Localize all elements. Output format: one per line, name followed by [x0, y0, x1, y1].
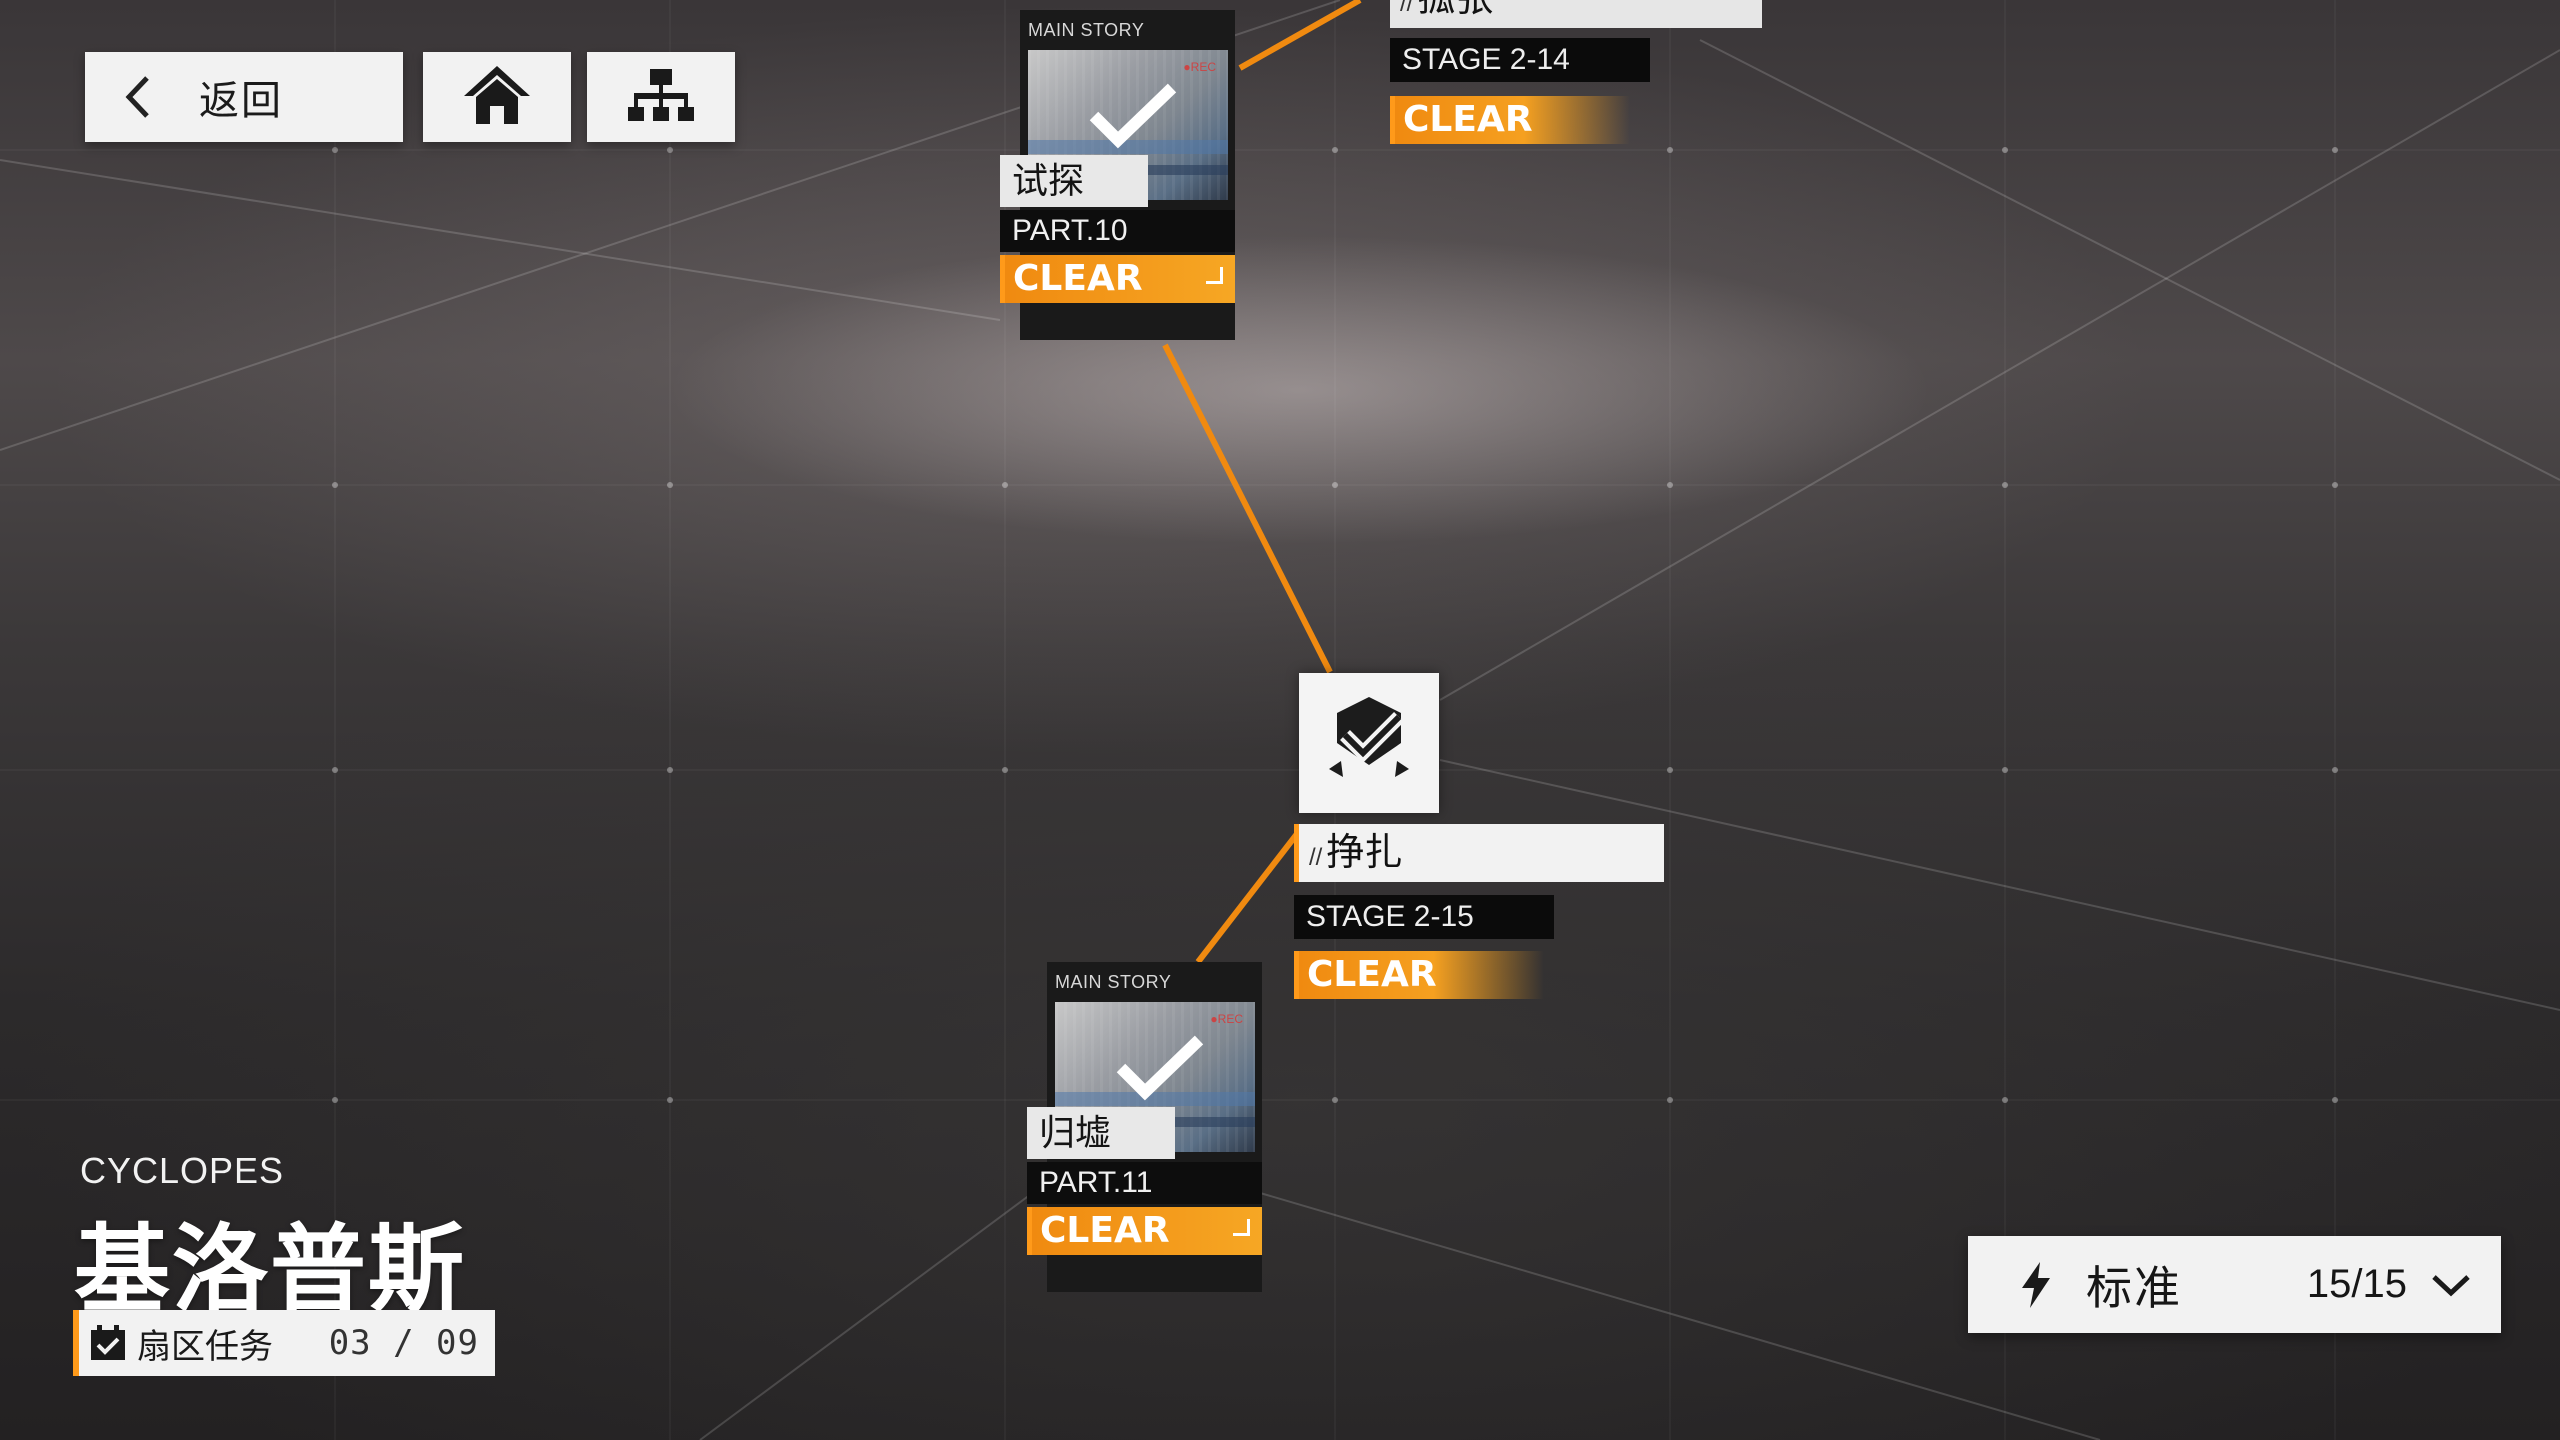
home-button[interactable] [423, 52, 571, 142]
lightning-icon [2020, 1261, 2052, 1308]
calendar-check-icon [89, 1324, 127, 1362]
sector-tasks-count: 03 / 09 [328, 1323, 479, 1363]
story-name: 归墟 [1027, 1107, 1175, 1159]
chevron-left-icon [119, 72, 179, 122]
checkmark-icon [1115, 1032, 1205, 1107]
region-name-cn: 基洛普斯 [74, 1217, 466, 1324]
stage-map-button[interactable] [587, 52, 735, 142]
sector-tasks-label: 扇区任务 [137, 1327, 273, 1366]
chevron-down-icon [2431, 1273, 2471, 1297]
path-connectors [1162, 0, 1362, 964]
story-name: 试探 [1000, 155, 1148, 207]
rec-indicator: ●REC [1210, 1012, 1243, 1026]
grid-dots [332, 147, 2338, 1103]
story-part-label: PART.10 [1000, 210, 1235, 252]
story-node-part10[interactable]: MAIN STORY ●REC 试探 PART.10 CLEAR [1000, 10, 1235, 340]
back-button[interactable]: 返回 [85, 52, 403, 142]
stage-2-15-node[interactable] [1299, 673, 1439, 813]
stage-2-15-code: STAGE 2-15 [1294, 895, 1554, 939]
sitemap-icon [628, 65, 694, 130]
stage-2-15-title[interactable]: //挣扎 [1294, 824, 1664, 882]
difficulty-label: 标准 [2086, 1261, 2182, 1314]
back-label: 返回 [199, 79, 283, 123]
stage-2-14-title[interactable]: //孤张 [1390, 0, 1762, 28]
stage-clear-icon [1319, 691, 1419, 796]
stage-2-14-code: STAGE 2-14 [1390, 38, 1650, 82]
stage-2-15-clear-status: CLEAR [1294, 951, 1544, 999]
difficulty-select[interactable]: 标准 15/15 [1968, 1236, 2501, 1333]
story-part-label: PART.11 [1027, 1162, 1262, 1204]
sector-tasks-button[interactable]: 扇区任务 03 / 09 [73, 1310, 495, 1376]
stamina-count: 15/15 [2306, 1262, 2407, 1306]
home-icon [462, 64, 532, 131]
rec-indicator: ●REC [1183, 60, 1216, 74]
story-node-part11[interactable]: MAIN STORY ●REC 归墟 PART.11 CLEAR [1027, 962, 1262, 1292]
region-name-en: CYCLOPES [80, 1150, 285, 1191]
clear-status: CLEAR [1000, 255, 1235, 303]
story-tag: MAIN STORY [1055, 972, 1172, 992]
story-tag: MAIN STORY [1028, 20, 1145, 40]
clear-status: CLEAR [1027, 1207, 1262, 1255]
stage-2-14-clear-status: CLEAR [1390, 96, 1630, 144]
checkmark-icon [1088, 80, 1178, 155]
